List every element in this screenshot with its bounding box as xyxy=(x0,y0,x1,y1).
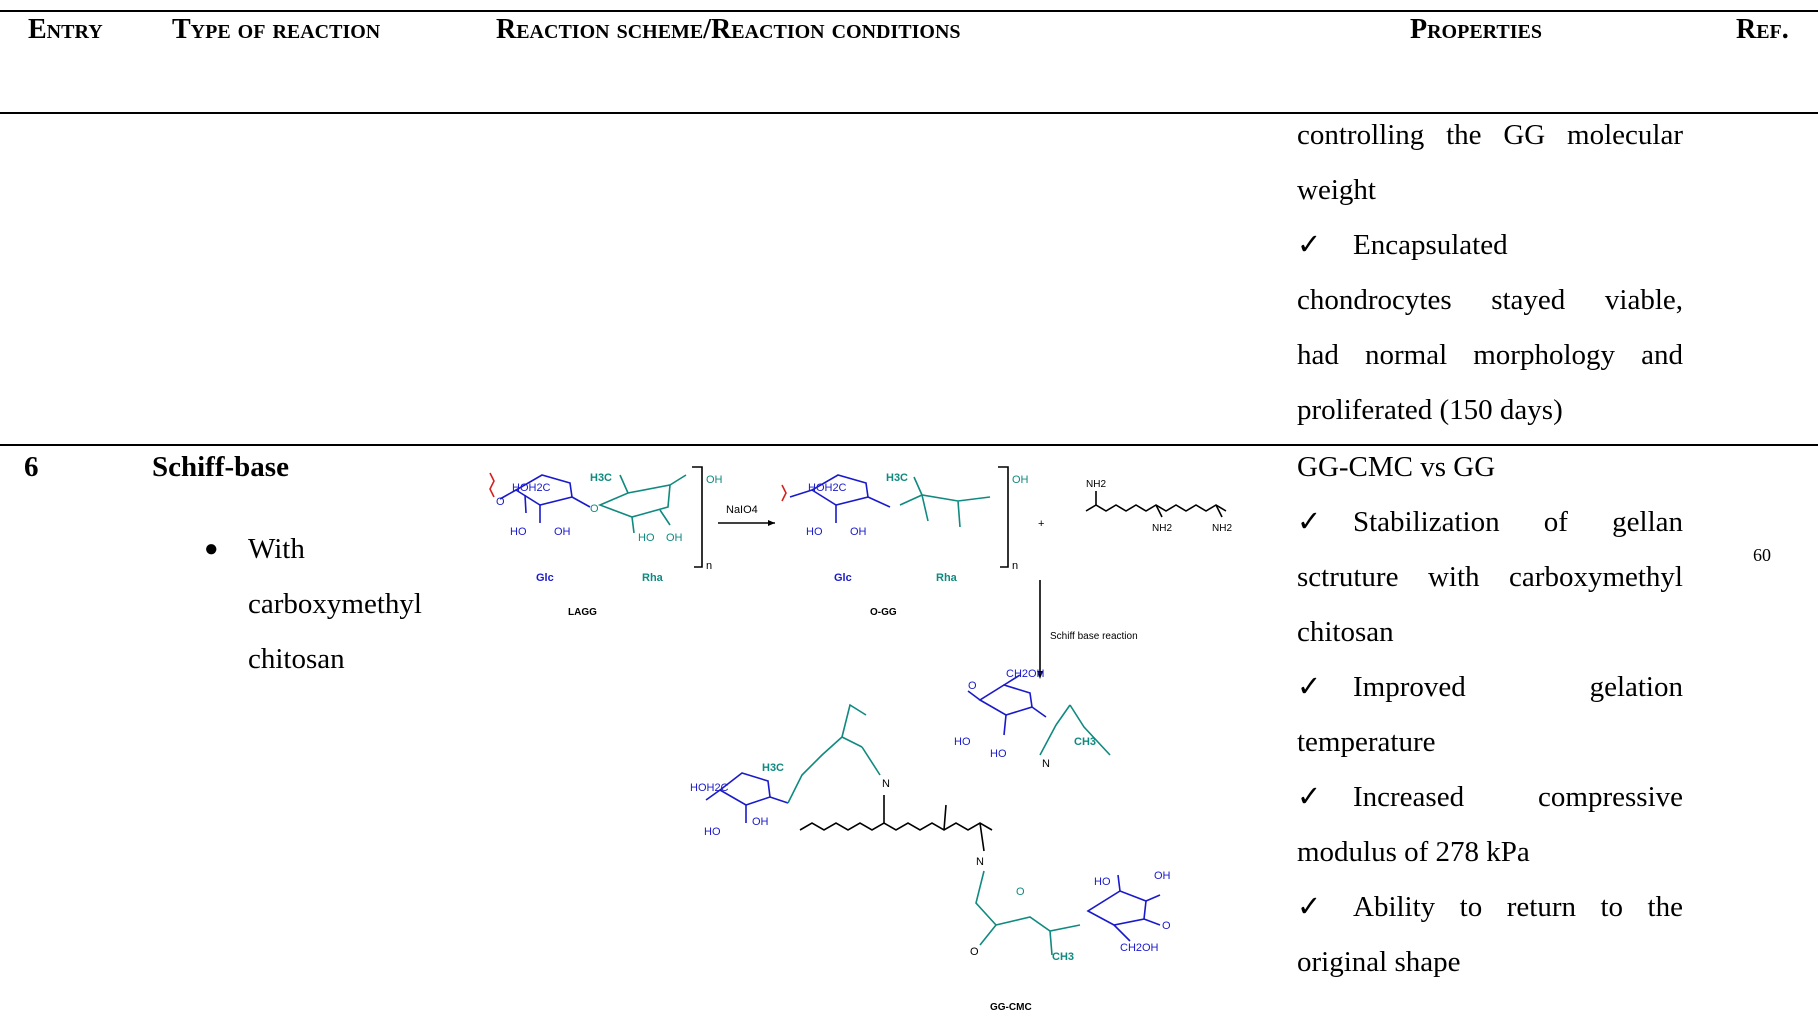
ho-label: HO xyxy=(954,736,971,748)
property-line: chitosan xyxy=(1297,616,1394,648)
property-line: original shape xyxy=(1297,946,1461,978)
reaction-subtype-bullet: ● xyxy=(204,536,219,562)
ogg-label: O-GG xyxy=(870,607,897,618)
oh-label: OH xyxy=(706,474,723,486)
ho-label: HO xyxy=(638,532,655,544)
ho-label: HO xyxy=(1094,876,1111,888)
property-item: ✓Increased compressive xyxy=(1297,770,1683,825)
plus-sign: + xyxy=(1038,518,1044,530)
o-label: O xyxy=(590,503,599,515)
property-line: weight xyxy=(1297,174,1376,206)
properties-heading: GG-CMC vs GG xyxy=(1297,451,1496,483)
nh2-label: NH2 xyxy=(1152,523,1172,534)
oh-label: OH xyxy=(752,816,769,828)
hoh2c-label: HOH2C xyxy=(690,782,729,794)
lagg-structure: HOH2C O HO OH O H3C OH HO OH n Glc Rha L… xyxy=(489,466,723,618)
check-icon: ✓ xyxy=(1297,671,1322,703)
schiff-base-arrow: Schiff base reaction xyxy=(1037,580,1138,679)
ho-label: HO xyxy=(806,526,823,538)
o-label: O xyxy=(970,946,979,958)
row6-properties: GG-CMC vs GG ✓Stabilization of gellan sc… xyxy=(1297,440,1683,990)
n-atom-label: N xyxy=(882,778,890,790)
table-top-rule xyxy=(0,10,1818,12)
ch2oh-label: CH2OH xyxy=(1006,668,1045,680)
h3c-label: H3C xyxy=(590,472,612,484)
n-atom-label: N xyxy=(976,856,984,868)
n-atom-label: N xyxy=(1042,758,1050,770)
property-item: ✓Ability to return to the xyxy=(1297,880,1683,935)
property-line: temperature xyxy=(1297,726,1436,758)
ho-label: HO xyxy=(704,826,721,838)
check-icon: ✓ xyxy=(1297,229,1322,261)
ch2oh-label: CH2OH xyxy=(1120,942,1159,954)
h3c-label: H3C xyxy=(886,472,908,484)
check-icon: ✓ xyxy=(1297,891,1322,923)
rha-label: Rha xyxy=(936,572,958,584)
property-item: ✓Encapsulated xyxy=(1297,218,1683,273)
glc-label: Glc xyxy=(536,572,554,584)
property-line: chondrocytes stayed viable, xyxy=(1297,284,1683,316)
rha-label: Rha xyxy=(642,572,664,584)
reference-number: 60 xyxy=(1753,545,1771,565)
o-label: O xyxy=(968,680,977,692)
header-ref: Ref. xyxy=(1736,14,1789,45)
header-entry: Entry xyxy=(28,14,103,45)
nh2-label: NH2 xyxy=(1086,479,1106,490)
header-reaction-scheme: Reaction scheme/Reaction conditions xyxy=(496,14,961,45)
property-line: sctruture with carboxymethyl xyxy=(1297,561,1683,593)
reaction-scheme-diagram: HOH2C O HO OH O H3C OH HO OH n Glc Rha L… xyxy=(489,466,1232,1013)
o-label: O xyxy=(496,496,505,508)
check-icon: ✓ xyxy=(1297,781,1322,813)
gg-cmc-product: O CH2OH HO HO CH3 N HOH2C HO OH H3C N N … xyxy=(690,668,1171,1013)
oxidation-arrow: NaIO4 xyxy=(718,504,775,526)
check-icon: ✓ xyxy=(1297,506,1322,538)
oh-label: OH xyxy=(1154,870,1171,882)
entry-number: 6 xyxy=(24,451,39,483)
glc-label: Glc xyxy=(834,572,852,584)
o-label: O xyxy=(1162,920,1171,932)
ho-label: HO xyxy=(990,748,1007,760)
property-line: proliferated (150 days) xyxy=(1297,394,1563,426)
ogg-structure: HOH2C HO OH H3C OH n Glc Rha O-GG xyxy=(781,466,1029,618)
oh-label: OH xyxy=(850,526,867,538)
oh-label: OH xyxy=(554,526,571,538)
oh-label: OH xyxy=(1012,474,1029,486)
reaction-subtype: With carboxymethyl chitosan xyxy=(248,533,422,675)
hoh2c-label: HOH2C xyxy=(808,482,847,494)
repeat-n-label: n xyxy=(706,560,712,572)
amine-chain: NH2 NH2 NH2 xyxy=(1085,479,1232,534)
property-line: modulus of 278 kPa xyxy=(1297,836,1530,868)
oh-label: OH xyxy=(666,532,683,544)
property-line: had normal morphology and xyxy=(1297,339,1683,371)
continued-properties: controlling the GG molecular weight ✓Enc… xyxy=(1297,108,1683,438)
h3c-label: H3C xyxy=(762,762,784,774)
hoh2c-label: HOH2C xyxy=(512,482,551,494)
repeat-n-label: n xyxy=(1012,560,1018,572)
property-item: ✓Improved gelation xyxy=(1297,660,1683,715)
gg-cmc-label: GG-CMC xyxy=(990,1002,1032,1013)
reaction-type: Schiff-base xyxy=(152,451,289,483)
property-line: controlling the GG molecular xyxy=(1297,119,1683,151)
o-label: O xyxy=(1016,886,1025,898)
ho-label: HO xyxy=(510,526,527,538)
lagg-label: LAGG xyxy=(568,607,597,618)
nh2-label: NH2 xyxy=(1212,523,1232,534)
header-properties: Properties xyxy=(1410,14,1542,45)
reagent-label: NaIO4 xyxy=(726,504,758,516)
property-item: ✓Stabilization of gellan xyxy=(1297,495,1683,550)
header-bottom-rule xyxy=(0,112,1818,114)
schiff-base-step-label: Schiff base reaction xyxy=(1050,631,1138,642)
row-divider-rule xyxy=(0,444,1818,446)
ch3-label: CH3 xyxy=(1074,736,1096,748)
ch3-label: CH3 xyxy=(1052,951,1074,963)
header-type-of-reaction: Type of reaction xyxy=(172,14,381,45)
